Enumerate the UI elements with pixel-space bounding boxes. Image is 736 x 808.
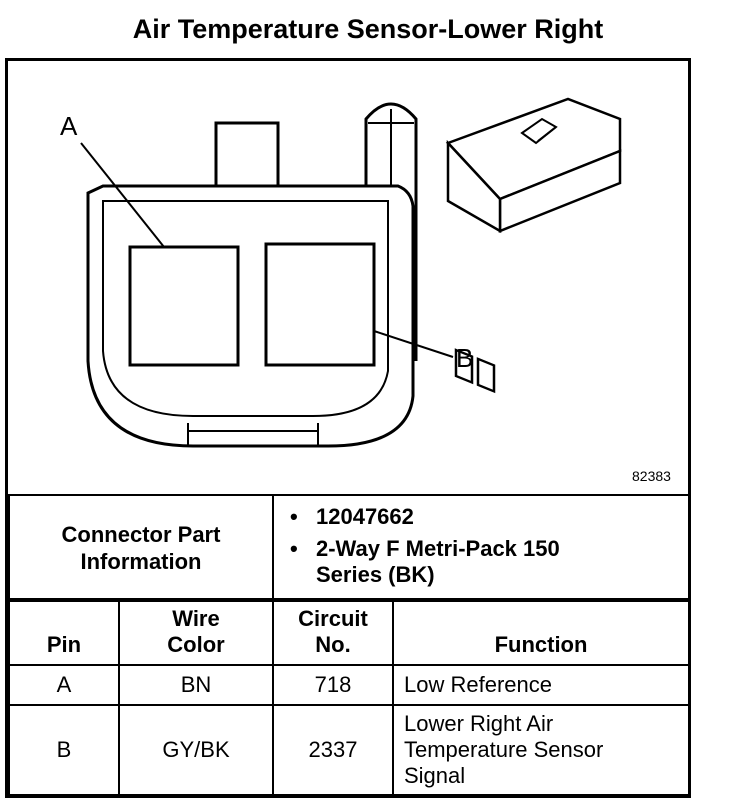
pin-cell: B	[8, 704, 120, 796]
cavity-a	[128, 245, 240, 367]
pin-table: Pin Wire Color Circuit No. Function A BN…	[8, 598, 690, 796]
wire-color-cell: BN	[118, 664, 274, 706]
leader-b	[373, 330, 454, 358]
pin-b-label: B	[456, 343, 474, 373]
connector-drawing	[80, 97, 622, 448]
connector-info-table: Connector Part Information 12047662 2-Wa…	[8, 494, 690, 602]
part-number: 12047662	[290, 504, 688, 530]
table-row: A BN 718 Low Reference	[8, 664, 690, 706]
circuit-cell: 2337	[272, 704, 394, 796]
pin-cell: A	[8, 664, 120, 706]
connector-frame: A B 82383 Connector Part Information 120…	[5, 58, 691, 798]
connector-info-values: 12047662 2-Way F Metri-Pack 150 Series (…	[272, 494, 690, 602]
connector-inner	[102, 200, 389, 417]
function-cell: Low Reference	[392, 664, 690, 706]
circuit-cell: 718	[272, 664, 394, 706]
pin-a-label: A	[60, 111, 78, 141]
connector-3d-view	[445, 97, 622, 394]
table-row: B GY/BK 2337 Lower Right Air Temperature…	[8, 704, 690, 796]
connector-type: 2-Way F Metri-Pack 150 Series (BK)	[290, 536, 576, 588]
function-cell: Lower Right Air Temperature Sensor Signa…	[392, 704, 690, 796]
wire-color-header: Wire Color	[118, 598, 274, 666]
figure-number: 82383	[632, 468, 671, 484]
wire-color-cell: GY/BK	[118, 704, 274, 796]
page-title: Air Temperature Sensor-Lower Right	[132, 14, 604, 44]
circuit-header: Circuit No.	[272, 598, 394, 666]
pin-header: Pin	[8, 598, 120, 666]
connector-diagram: A B 82383	[8, 61, 688, 493]
latch-tab	[214, 121, 280, 195]
cavity-b	[264, 242, 376, 367]
leader-a	[80, 142, 165, 248]
function-header: Function	[392, 598, 690, 666]
connector-info-heading: Connector Part Information	[8, 494, 274, 602]
